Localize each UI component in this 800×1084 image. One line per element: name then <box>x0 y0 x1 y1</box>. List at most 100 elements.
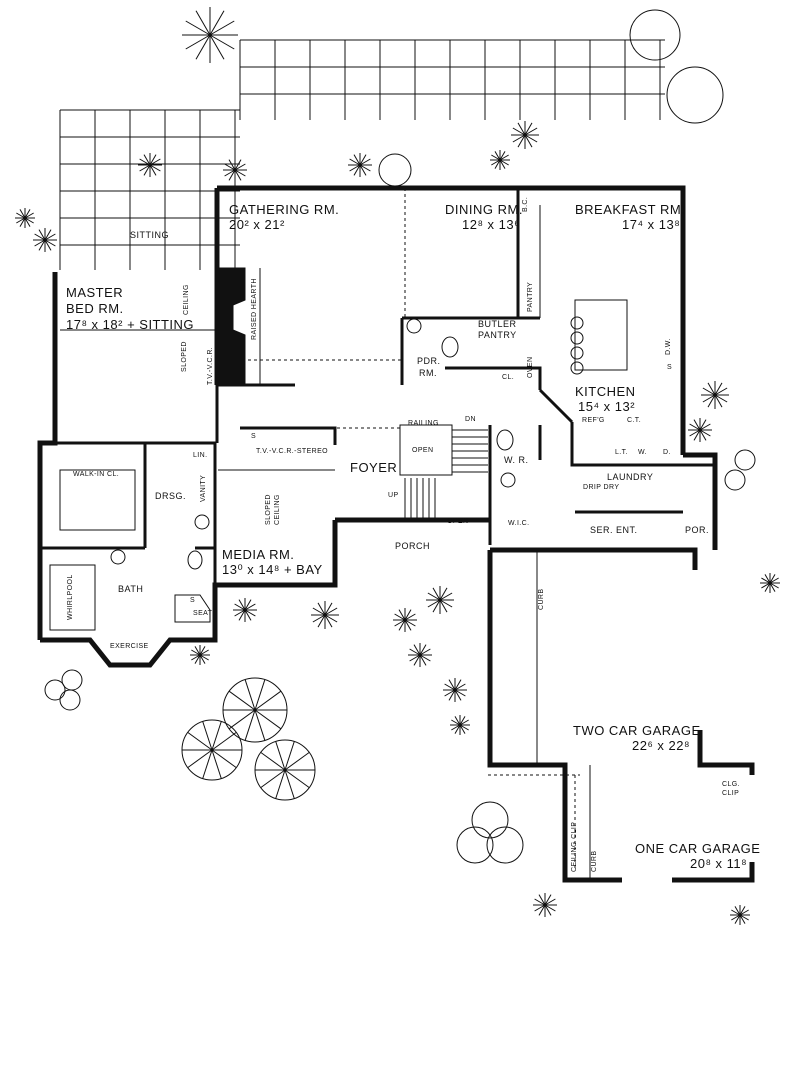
two-car-garage-dims: 22⁶ x 22⁸ <box>632 738 690 753</box>
round-shrub <box>629 9 681 61</box>
whirlpool-note: WHIRLPOOL <box>67 574 74 620</box>
refrigerator-note: REF'G <box>582 417 605 424</box>
shrub <box>311 601 339 629</box>
shrub <box>450 715 470 735</box>
round-shrub <box>666 66 724 124</box>
gathering-room-dims: 20² x 21² <box>229 217 285 232</box>
breakfast-room-label: BREAKFAST RM. <box>575 202 686 217</box>
dining-room-dims: 12⁸ x 13⁶ <box>462 217 520 232</box>
ceiling-clip-note: CEILING CLIP <box>571 821 578 872</box>
fireplace <box>219 267 246 386</box>
porch-open-note: OPEN <box>447 518 469 525</box>
round-shrub <box>59 689 81 711</box>
shrub <box>393 608 417 632</box>
landscaping <box>15 7 780 925</box>
counter-top-note: C.T. <box>627 417 642 424</box>
laundry-tub-note: L.T. <box>615 449 628 456</box>
exercise-label: EXERCISE <box>110 643 149 650</box>
tv-vcr-note: T.V.-V.C.R. <box>207 346 214 385</box>
service-entry-label: SER. ENT. <box>590 525 638 535</box>
round-shrub <box>724 469 746 491</box>
stair-down-note: DN <box>465 416 476 423</box>
pdr-room-label-2: RM. <box>419 368 437 378</box>
round-shrub <box>734 449 756 471</box>
shrub <box>688 418 712 442</box>
drip-dry-note: DRIP DRY <box>583 484 620 491</box>
curb-note-1: CURB <box>538 588 545 610</box>
butler-pantry-label-2: PANTRY <box>478 330 517 340</box>
shrub <box>533 893 557 917</box>
sloped-ceiling-note-1: SLOPED <box>265 494 272 525</box>
shrub <box>138 153 162 177</box>
shrub <box>443 678 467 702</box>
one-car-garage-label: ONE CAR GARAGE <box>635 841 761 856</box>
sink-note: S <box>667 364 673 371</box>
clg-clip-note-2: CLIP <box>722 790 740 797</box>
two-car-garage-label: TWO CAR GARAGE <box>573 723 701 738</box>
master-bed-label-1: MASTER <box>66 285 124 300</box>
thin-lines <box>49 205 628 880</box>
stair-open-note: OPEN <box>412 447 434 454</box>
laundry-label: LAUNDRY <box>607 472 654 482</box>
clg-clip-note-1: CLG. <box>722 781 740 788</box>
wic-label: W.I.C. <box>508 520 530 527</box>
master-bed-label-2: BED RM. <box>66 301 124 316</box>
shrub <box>33 228 57 252</box>
shrub <box>426 586 454 614</box>
tv-vcr-stereo-note: T.V.-V.C.R.-STEREO <box>256 448 329 455</box>
wr-label: W. R. <box>504 455 529 465</box>
foyer-label: FOYER <box>350 460 398 475</box>
stair-up-note: UP <box>388 492 399 499</box>
kitchen-label: KITCHEN <box>575 384 636 399</box>
curb-note-2: CURB <box>591 850 598 872</box>
linen-note: LIN. <box>193 452 208 459</box>
kitchen-dims: 15⁴ x 13² <box>578 399 636 414</box>
dryer-note: D. <box>663 449 671 456</box>
pantry-note: PANTRY <box>527 281 534 312</box>
breakfast-room-dims: 17⁴ x 13⁸ <box>622 217 681 232</box>
washer-note: W. <box>638 449 647 456</box>
stairs <box>404 429 488 518</box>
dashed-lines <box>218 188 580 870</box>
media-room-dims: 13⁰ x 14⁸ + BAY <box>222 562 323 577</box>
sitting-label: SITTING <box>130 230 169 240</box>
gathering-room-label: GATHERING RM. <box>229 202 340 217</box>
pdr-room-label-1: PDR. <box>417 356 441 366</box>
porch-label: PORCH <box>395 541 431 551</box>
closet-note: CL. <box>502 374 515 381</box>
sloped-ceiling-note-2: CEILING <box>274 494 281 525</box>
master-bed-dims: 17⁸ x 18² + SITTING <box>66 317 195 332</box>
media-room-label: MEDIA RM. <box>222 547 295 562</box>
round-shrub <box>61 669 83 691</box>
interior-walls <box>40 188 715 640</box>
seat-note: SEAT <box>193 610 213 617</box>
round-shrub <box>471 801 509 839</box>
round-shrub <box>378 153 412 187</box>
oven-note: OVEN <box>527 356 534 378</box>
shrub <box>182 7 238 63</box>
dressing-label: DRSG. <box>155 491 187 501</box>
bath-label: BATH <box>118 584 144 594</box>
shrub <box>15 208 35 228</box>
fixtures <box>110 316 584 623</box>
shrub <box>348 153 372 177</box>
shrub <box>408 643 432 667</box>
round-shrub <box>456 826 494 864</box>
shrub <box>490 150 510 170</box>
shrub <box>223 158 247 182</box>
shower-note: S <box>190 597 196 604</box>
tree <box>181 719 243 781</box>
walkin-closet-label: WALK-IN CL. <box>73 471 120 478</box>
shrub <box>233 598 257 622</box>
raised-hearth-note: RAISED HEARTH <box>251 278 258 340</box>
shrub <box>701 381 729 409</box>
vanity-note: VANITY <box>200 474 207 502</box>
tree <box>254 739 316 801</box>
one-car-garage-dims: 20⁸ x 11⁸ <box>690 856 748 871</box>
bc-note: B.C. <box>522 196 529 212</box>
dining-room-label: DINING RM. <box>445 202 523 217</box>
shrub <box>760 573 780 593</box>
round-shrub <box>44 679 66 701</box>
shrub <box>730 905 750 925</box>
